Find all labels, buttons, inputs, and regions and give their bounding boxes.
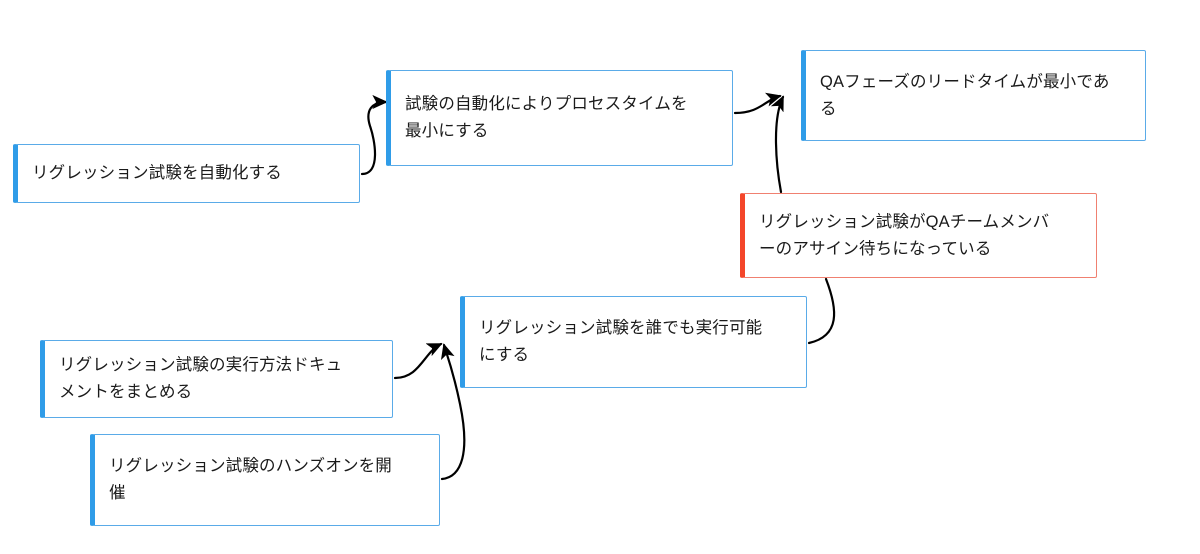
node-hold-hands-on-session[interactable]: リグレッション試験のハンズオンを開 催 <box>90 434 440 526</box>
node-automate-regression-test[interactable]: リグレッション試験を自動化する <box>13 144 360 203</box>
node-label: リグレッション試験を自動化する <box>32 164 282 183</box>
node-label: リグレッション試験を誰でも実行可能 にする <box>479 319 763 364</box>
node-anyone-can-run-regression-test[interactable]: リグレッション試験を誰でも実行可能 にする <box>460 296 807 388</box>
edge-process-time-to-lead-time <box>733 92 782 115</box>
node-label: 試験の自動化によりプロセスタイムを 最小にする <box>405 95 688 140</box>
node-minimize-process-time[interactable]: 試験の自動化によりプロセスタイムを 最小にする <box>386 70 733 166</box>
edge-problem-to-lead-time <box>770 95 785 194</box>
node-label: リグレッション試験がQAチームメンバ ーのアサイン待ちになっている <box>759 212 1050 258</box>
node-summarize-howto-document[interactable]: リグレッション試験の実行方法ドキュ メントをまとめる <box>40 340 393 418</box>
node-label: QAフェーズのリードタイムが最小であ る <box>820 72 1110 118</box>
edge-document-to-anyone-can-run <box>393 342 443 380</box>
node-qa-phase-lead-time-minimal[interactable]: QAフェーズのリードタイムが最小であ る <box>801 50 1146 141</box>
node-label: リグレッション試験の実行方法ドキュ メントをまとめる <box>59 356 343 401</box>
node-label: リグレッション試験のハンズオンを開 催 <box>109 457 392 502</box>
edge-problem-to-anyone-can-run <box>807 277 836 345</box>
node-waiting-for-qa-assignment[interactable]: リグレッション試験がQAチームメンバ ーのアサイン待ちになっている <box>740 193 1097 278</box>
edge-automate-to-process-time <box>360 94 388 176</box>
